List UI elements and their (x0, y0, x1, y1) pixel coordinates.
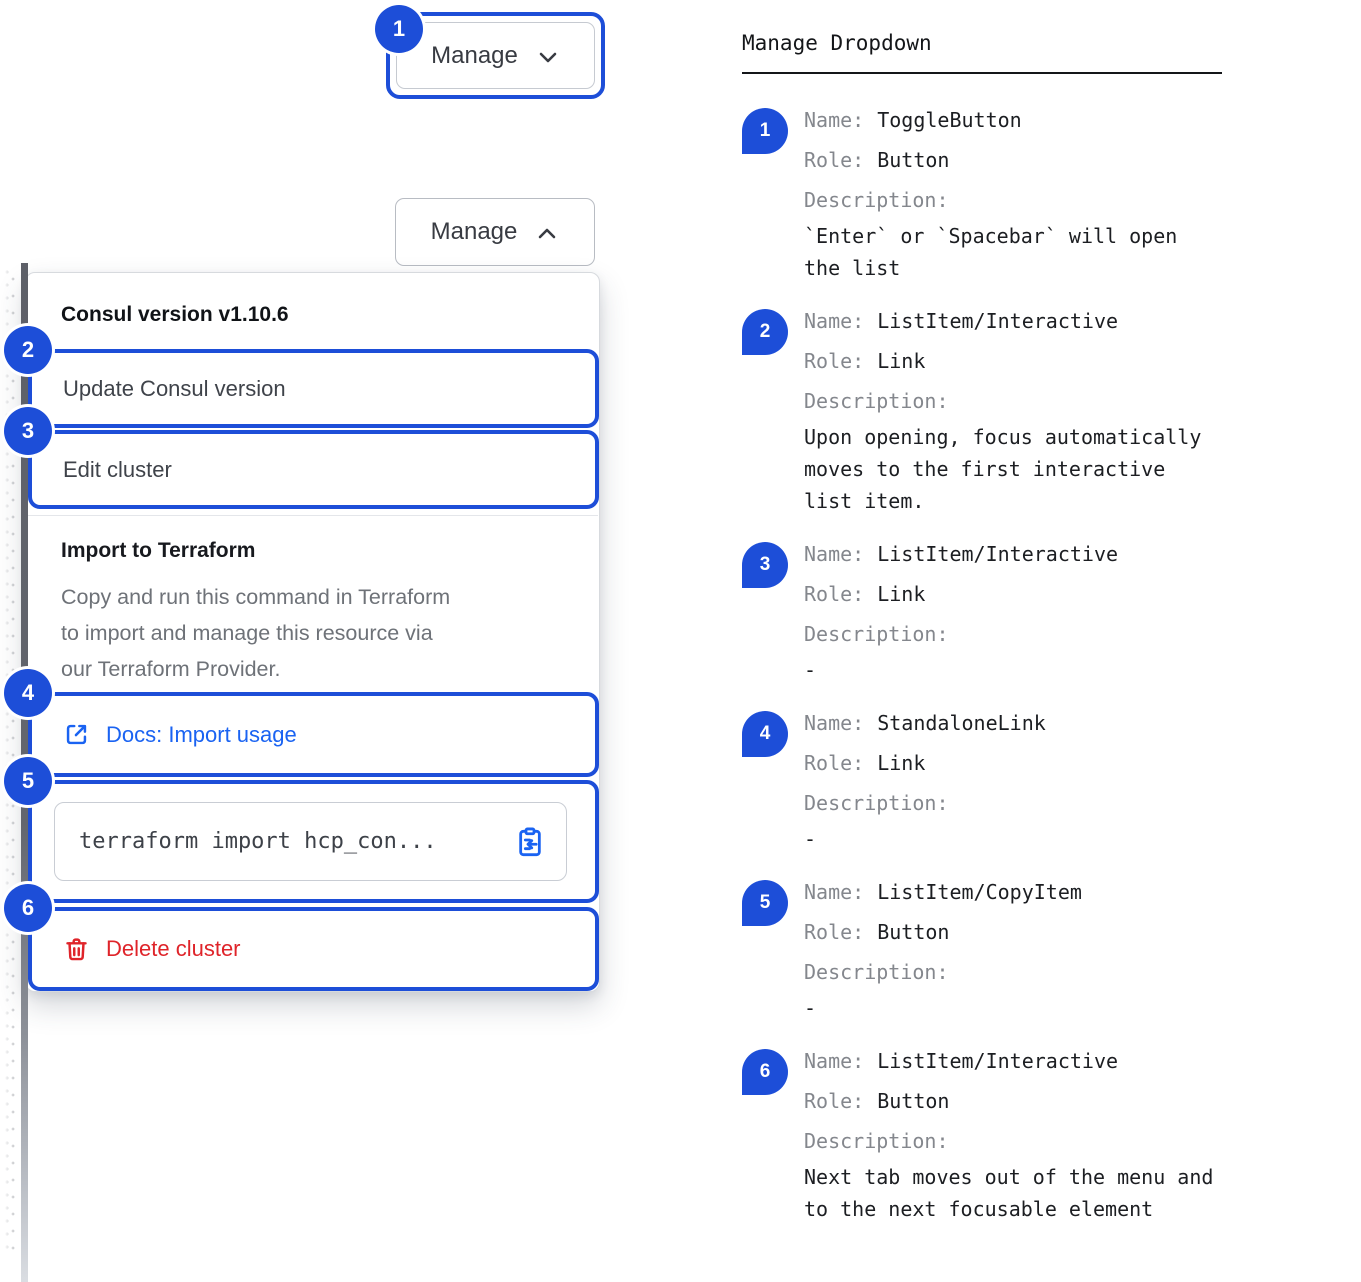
role-line: Role:Button (804, 1089, 950, 1113)
annotation-rect-6: Delete cluster (28, 907, 599, 991)
spec-panel: Manage Dropdown 1 Name:ToggleButton Role… (742, 28, 1338, 1242)
annotation-pin-1: 1 (742, 108, 788, 154)
annotation-pin-5: 5 (742, 880, 788, 926)
annotation-badge-1: 1 (375, 5, 423, 53)
annotation-badge-2: 2 (4, 326, 52, 374)
description-line: our Terraform Provider. (61, 657, 281, 681)
role-line: Role:Link (804, 349, 926, 373)
description-text: - (804, 996, 817, 1020)
role-line: Role:Button (804, 920, 950, 944)
name-line: Name:StandaloneLink (804, 711, 1046, 735)
manage-button-label: Manage (431, 41, 518, 69)
annotation-pin-4: 4 (742, 711, 788, 757)
annotation-pin-2: 2 (742, 309, 788, 355)
annotation-rect-2: Update Consul version (28, 349, 599, 428)
terraform-import-command: terraform import hcp_con... (79, 829, 437, 854)
description-label: Description: (804, 622, 949, 646)
annotation-pin-6: 6 (742, 1049, 788, 1095)
import-section-title: Import to Terraform (61, 539, 256, 562)
spec-entry-3: 3 Name:ListItem/Interactive Role:Link De… (742, 534, 1338, 686)
trash-icon (63, 936, 90, 963)
delete-cluster-label: Delete cluster (106, 936, 241, 961)
spec-entry-1: 1 Name:ToggleButton Role:Button Descript… (742, 100, 1338, 284)
chevron-up-icon (535, 222, 559, 246)
name-line: Name:ListItem/Interactive (804, 542, 1119, 566)
manage-toggle-button-collapsed[interactable]: Manage (396, 22, 595, 89)
copy-to-clipboard-icon[interactable] (514, 826, 546, 858)
name-line: Name:ListItem/CopyItem (804, 880, 1082, 904)
name-line: Name:ListItem/Interactive (804, 309, 1119, 333)
menu-item-edit-cluster[interactable]: Edit cluster (63, 456, 172, 482)
annotation-badge-6: 6 (4, 884, 52, 932)
name-line: Name:ListItem/Interactive (804, 1049, 1119, 1073)
docs-link-label: Docs: Import usage (106, 721, 297, 747)
menu-divider (27, 515, 598, 516)
menu-item-update-consul-version[interactable]: Update Consul version (63, 375, 286, 401)
terraform-import-command-field[interactable]: terraform import hcp_con... (54, 802, 567, 881)
description-line: Copy and run this command in Terraform (61, 585, 451, 609)
spec-title: Manage Dropdown (742, 31, 932, 55)
spec-entry-2: 2 Name:ListItem/Interactive Role:Link De… (742, 301, 1338, 517)
annotation-badge-3: 3 (4, 407, 52, 455)
role-line: Role:Link (804, 751, 926, 775)
annotation-rect-5: terraform import hcp_con... (28, 780, 599, 903)
description-text: Upon opening, focus automatically moves … (804, 425, 1202, 513)
title-underline (742, 72, 1222, 74)
spec-entry-4: 4 Name:StandaloneLink Role:Link Descript… (742, 703, 1338, 855)
description-text: `Enter` or `Spacebar` will open the list (804, 224, 1178, 280)
manage-toggle-button-expanded[interactable]: Manage (395, 198, 595, 266)
description-line: to import and manage this resource via (61, 621, 433, 645)
manage-button-label: Manage (430, 218, 518, 245)
annotation-badge-5: 5 (4, 757, 52, 805)
description-label: Description: (804, 960, 949, 984)
description-text: - (804, 827, 817, 851)
description-label: Description: (804, 389, 949, 413)
role-line: Role:Button (804, 148, 950, 172)
annotation-pin-3: 3 (742, 542, 788, 588)
consul-version-label: Consul version v1.10.6 (61, 303, 289, 326)
description-text: - (804, 658, 817, 682)
description-text: Next tab moves out of the menu and to th… (804, 1165, 1214, 1221)
description-label: Description: (804, 1129, 949, 1153)
menu-item-delete-cluster[interactable]: Delete cluster (32, 936, 241, 963)
annotation-rect-3: Edit cluster (28, 430, 599, 509)
chevron-down-icon (536, 45, 560, 69)
annotation-badge-4: 4 (4, 669, 52, 717)
role-line: Role:Link (804, 582, 926, 606)
spec-entry-5: 5 Name:ListItem/CopyItem Role:Button Des… (742, 872, 1338, 1024)
manage-dropdown-menu: Consul version v1.10.6 Update Consul ver… (25, 272, 600, 992)
name-line: Name:ToggleButton (804, 108, 1022, 132)
description-label: Description: (804, 188, 949, 212)
page-edge-noise (4, 268, 22, 1252)
external-link-icon (63, 721, 90, 748)
import-section-description: Copy and run this command in Terraform t… (61, 579, 450, 687)
docs-import-usage-link[interactable]: Docs: Import usage (32, 721, 297, 748)
description-label: Description: (804, 791, 949, 815)
annotation-rect-4: Docs: Import usage (28, 692, 599, 777)
annotation-rect-1 (386, 12, 605, 99)
spec-entry-6: 6 Name:ListItem/Interactive Role:Button … (742, 1041, 1338, 1225)
